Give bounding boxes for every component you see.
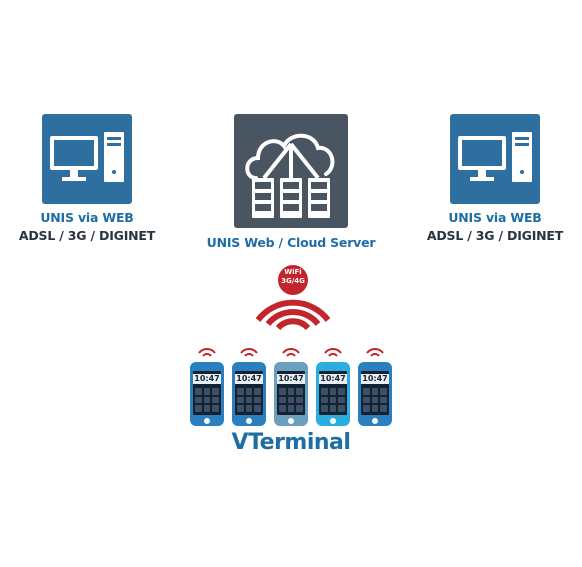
phone-screen: 10:47 [361,371,389,415]
wifi-icon [324,348,342,357]
phone-screen: 10:47 [193,371,221,415]
left-client-title: UNIS via WEB [40,210,134,225]
wifi-icon [366,348,384,357]
server-title: UNIS Web / Cloud Server [206,235,376,250]
phone-clock: 10:47 [361,374,389,384]
wifi-icon [198,348,216,357]
desktop-computer-icon [50,132,124,182]
wireless-signal-icon [255,265,331,331]
phone-keypad [279,388,303,412]
vterminal-label: VTerminal [231,430,351,455]
right-client-title: UNIS via WEB [448,210,542,225]
terminal-phone: 10:47 [358,362,392,426]
phone-clock: 10:47 [277,374,305,384]
phone-clock: 10:47 [193,374,221,384]
phone-home-button [372,418,378,424]
phone-keypad [237,388,261,412]
phone-home-button [330,418,336,424]
phone-keypad [363,388,387,412]
phone-screen: 10:47 [277,371,305,415]
phone-home-button [246,418,252,424]
wifi-icon [282,348,300,357]
terminal-phone: 10:47 [274,362,308,426]
server-box [234,114,348,228]
wireless-badge-line2: 3G/4G [281,277,305,285]
phone-keypad [195,388,219,412]
wireless-badge-line1: WiFi [284,268,302,276]
left-client-subtitle: ADSL / 3G / DIGINET [18,228,156,243]
phone-screen: 10:47 [319,371,347,415]
phone-keypad [321,388,345,412]
phone-home-button [204,418,210,424]
cloud-server-icon [245,133,335,218]
phone-screen: 10:47 [235,371,263,415]
wifi-icon [240,348,258,357]
right-client-box [450,114,540,204]
phone-clock: 10:47 [235,374,263,384]
terminal-phone: 10:47 [190,362,224,426]
terminal-phone: 10:47 [316,362,350,426]
left-client-box [42,114,132,204]
phone-clock: 10:47 [319,374,347,384]
desktop-computer-icon [458,132,532,182]
right-client-subtitle: ADSL / 3G / DIGINET [426,228,564,243]
terminal-phone: 10:47 [232,362,266,426]
phone-home-button [288,418,294,424]
